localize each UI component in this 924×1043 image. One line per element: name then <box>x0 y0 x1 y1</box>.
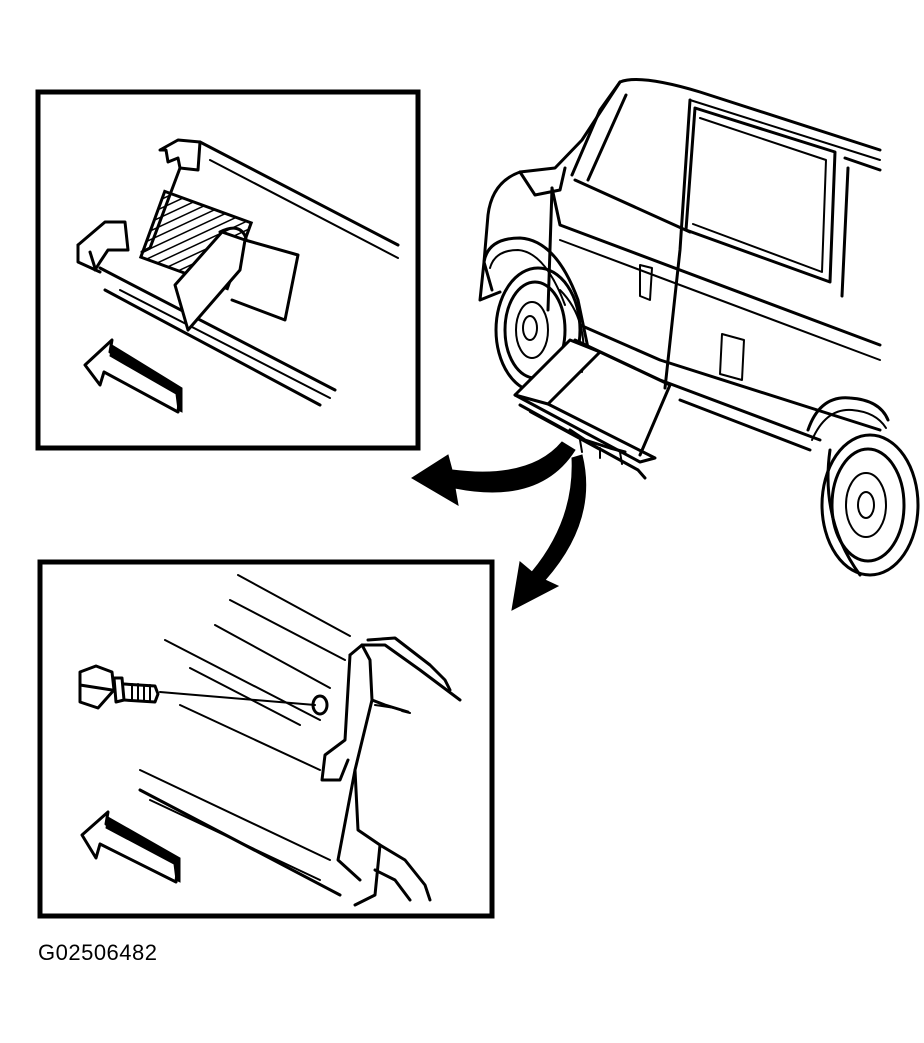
upper-detail-panel <box>35 89 421 451</box>
bolt-icon <box>78 664 160 710</box>
figure-id-label: G02506482 <box>38 940 158 965</box>
running-board-bracket-detail <box>138 574 462 907</box>
lower-detail-panel <box>37 559 495 919</box>
direction-arrow-icon <box>80 810 181 884</box>
callout-arrow-icon <box>411 441 576 506</box>
retainer-clip-detail <box>76 138 400 407</box>
van-illustration <box>478 78 920 577</box>
direction-arrow-icon <box>83 338 183 414</box>
callout-arrow-icon <box>511 454 587 611</box>
